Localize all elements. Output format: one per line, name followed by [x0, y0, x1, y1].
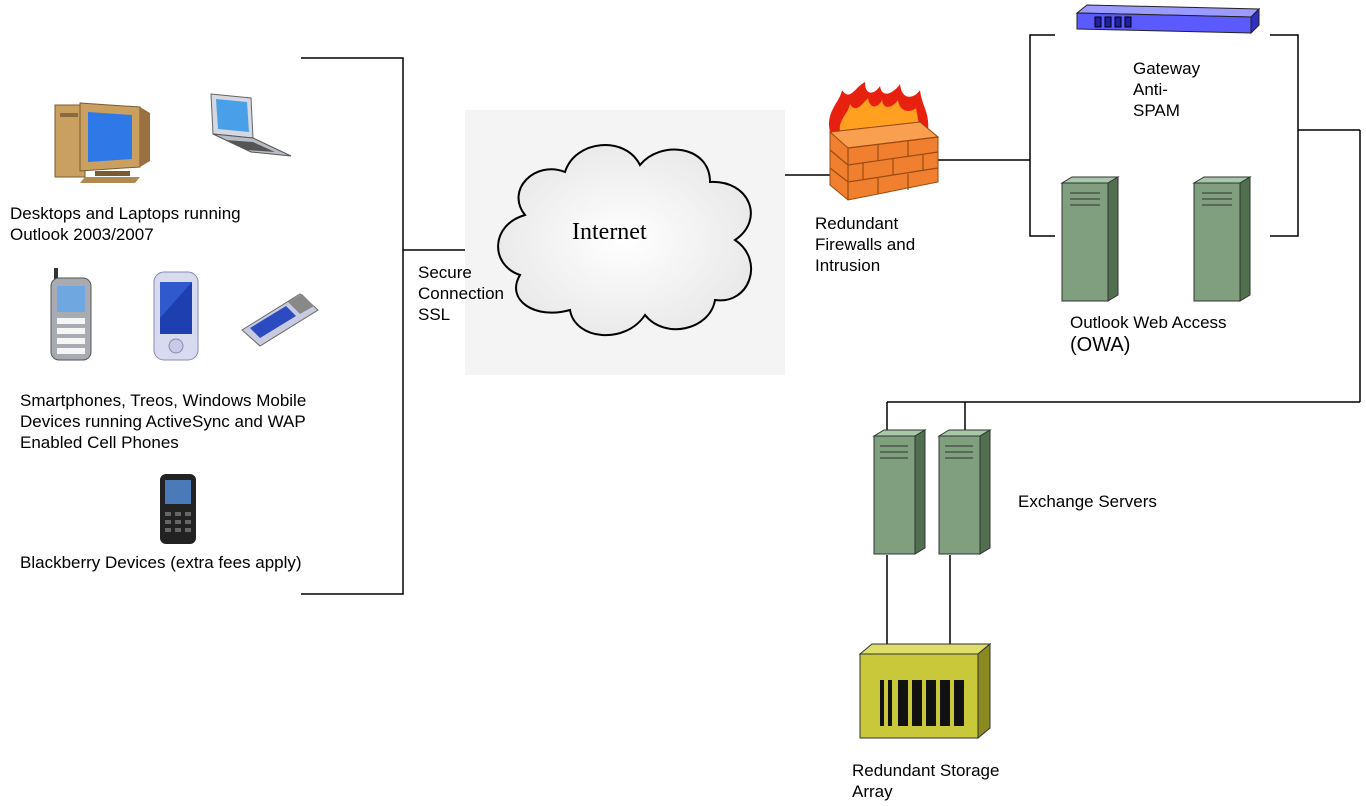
server-icon [937, 429, 992, 555]
cloud-label: Internet [572, 219, 647, 245]
blackberry-label: Blackberry Devices (extra fees apply) [20, 553, 302, 572]
secure-connection-label: Secure Connection SSL [418, 263, 505, 324]
firewall-label: Redundant Firewalls and Intrusion [815, 214, 916, 275]
pda-icon [153, 271, 199, 361]
server-icon [872, 429, 927, 555]
exchange-servers-label: Exchange Servers [1018, 492, 1157, 511]
server-icon [1192, 176, 1252, 302]
storage-array-label: Redundant Storage Array [852, 761, 1000, 801]
firewall-icon [828, 82, 940, 201]
computers-label: Desktops and Laptops running Outlook 200… [10, 204, 241, 244]
cloud-icon [465, 110, 785, 375]
owa-label: Outlook Web Access (OWA) [1070, 313, 1227, 356]
laptop-icon [210, 93, 292, 157]
gateway-icon [1075, 4, 1260, 35]
storage-array-icon [858, 642, 992, 740]
desktop-icon [54, 102, 150, 183]
smartphone-icon [50, 268, 92, 361]
mobile-devices-label: Smartphones, Treos, Windows Mobile Devic… [20, 391, 307, 452]
server-icon [1060, 176, 1120, 302]
gateway-label: Gateway Anti- SPAM [1133, 59, 1201, 120]
blackberry-icon [160, 474, 196, 544]
cell-phone-icon [241, 293, 319, 347]
